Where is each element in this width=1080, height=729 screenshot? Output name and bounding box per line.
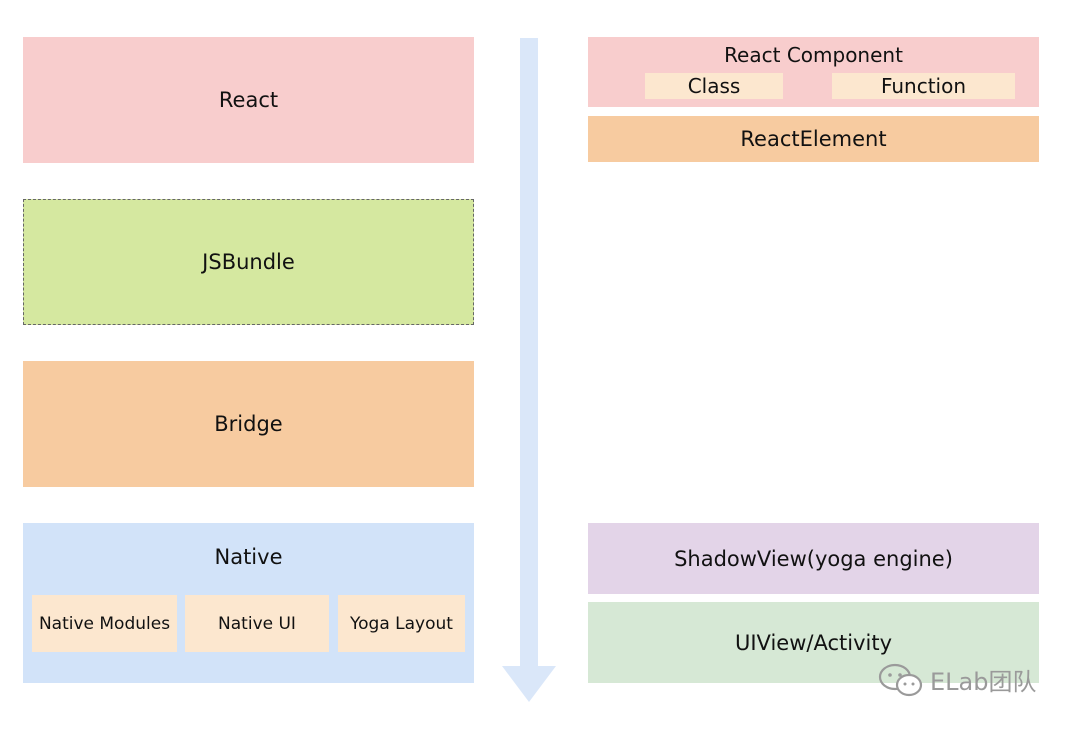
down-arrow-icon (502, 38, 556, 702)
class-box: Class (645, 73, 783, 99)
react-box: React (23, 37, 474, 163)
react-label: React (218, 88, 279, 112)
native-modules-box: Native Modules (32, 595, 177, 652)
jsbundle-box: JSBundle (23, 199, 474, 325)
watermark: ELab团队 (878, 662, 1036, 697)
native-ui-box: Native UI (185, 595, 329, 652)
react-element-box: ReactElement (588, 116, 1039, 162)
jsbundle-label: JSBundle (202, 250, 295, 274)
shadow-view-box: ShadowView(yoga engine) (588, 523, 1039, 594)
native-label: Native (214, 545, 283, 569)
function-label: Function (880, 74, 967, 98)
yoga-layout-label: Yoga Layout (350, 613, 453, 634)
react-component-box: React Component Class Function (588, 37, 1039, 107)
shadow-view-label: ShadowView(yoga engine) (674, 546, 953, 571)
native-modules-label: Native Modules (38, 613, 171, 634)
react-component-label: React Component (724, 43, 903, 67)
ui-view-box: UIView/Activity (588, 602, 1039, 683)
react-element-label: ReactElement (740, 127, 887, 151)
native-ui-label: Native UI (218, 613, 296, 634)
wechat-icon (878, 663, 923, 696)
bridge-box: Bridge (23, 361, 474, 487)
watermark-label: ELab团队 (930, 668, 1037, 696)
class-label: Class (687, 74, 741, 98)
bridge-label: Bridge (214, 412, 283, 436)
yoga-layout-box: Yoga Layout (338, 595, 465, 652)
ui-view-label: UIView/Activity (734, 630, 892, 655)
function-box: Function (832, 73, 1015, 99)
native-box: Native Native Modules Native UI Yoga Lay… (23, 523, 474, 683)
